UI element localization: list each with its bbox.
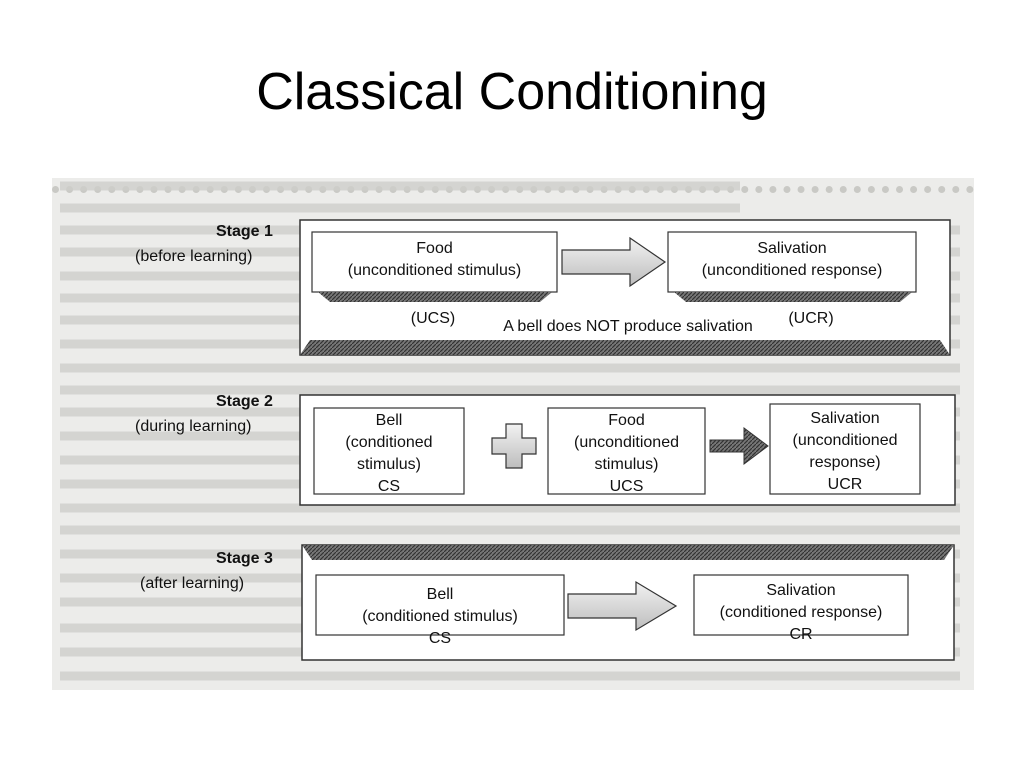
stage-3-shadow <box>302 545 954 560</box>
stage-2-bell-box <box>313 407 465 495</box>
stage-2-panel <box>299 394 956 506</box>
stage-2-ucs-abbr: UCS <box>609 478 644 495</box>
stage-1-salivation-line1: Salivation <box>757 240 827 257</box>
stage-1-note: A bell does NOT produce salivation <box>503 318 753 335</box>
stage-2-food-line3: stimulus) <box>594 456 659 473</box>
stage-1-panel <box>299 219 951 356</box>
stage-2-salivation-line1: Salivation <box>810 410 880 427</box>
stage-3-arrow <box>567 580 678 632</box>
page-title: Classical Conditioning <box>256 63 768 121</box>
stage-1-salivation-box <box>667 231 917 293</box>
stage-1-ucs-abbr: (UCS) <box>410 310 456 327</box>
stage-1-arrow <box>561 236 667 288</box>
stage-3-salivation-line1: Salivation <box>766 582 836 599</box>
stage-2-bell-line1: Bell <box>375 412 403 429</box>
stage-2-food-line2: (unconditioned <box>574 434 679 451</box>
stage-3-bell-label: Bell (conditioned stimulus) CS <box>316 584 564 650</box>
stage-3-bell-line1: Bell <box>426 586 454 603</box>
stage-2-food-label: Food (unconditioned stimulus) UCS <box>548 410 705 498</box>
plus-icon <box>491 423 537 469</box>
stage-2-phase: (during learning) <box>135 418 252 435</box>
stage-2-salivation-label: Salivation (unconditioned response) UCR <box>770 408 920 496</box>
stage-1-food-line1: Food <box>416 240 453 257</box>
stage-1-salivation-line2: (unconditioned response) <box>701 262 883 279</box>
stage-3-cs-abbr: CS <box>428 630 452 647</box>
stage-2-salivation-line2: (unconditioned <box>792 432 898 449</box>
stage-1-food-box <box>311 231 558 293</box>
stage-3-bell-line2: (conditioned stimulus) <box>362 608 518 625</box>
stage-3-panel <box>301 544 955 661</box>
stage-1-phase: (before learning) <box>135 248 253 265</box>
stage-2-cs-abbr: CS <box>377 478 401 495</box>
stage-2-arrow <box>709 427 769 465</box>
stage-1-name: Stage 1 <box>216 223 273 240</box>
stage-2-salivation-line3: response) <box>809 454 881 471</box>
stage-3-phase: (after learning) <box>140 575 245 592</box>
stage-2-name: Stage 2 <box>216 393 273 410</box>
stage-2-salivation-box <box>769 403 921 495</box>
stage-3-salivation-label: Salivation (conditioned response) CR <box>690 580 912 646</box>
stage-3-cr-abbr: CR <box>789 626 813 643</box>
stage-3-bell-box <box>315 574 565 636</box>
stage-1-ucr-abbr: (UCR) <box>788 310 834 327</box>
stage-2-food-line1: Food <box>608 412 645 429</box>
stage-2-bell-line3: stimulus) <box>356 456 421 473</box>
stage-1-shadow <box>300 340 950 355</box>
stage-3-salivation-box <box>693 574 909 636</box>
stage-3-name: Stage 3 <box>216 550 273 567</box>
stage-2-bell-line2: (conditioned <box>345 434 433 451</box>
stage-2-food-box <box>547 407 706 495</box>
stage-1-food-label: Food (unconditioned stimulus) <box>312 238 557 282</box>
stage-1-food-line2: (unconditioned stimulus) <box>347 262 522 279</box>
stage-3-salivation-line2: (conditioned response) <box>719 604 883 621</box>
stage-2-bell-label: Bell (conditioned stimulus) CS <box>314 410 464 498</box>
stage-1-salivation-label: Salivation (unconditioned response) <box>668 238 916 282</box>
stage-2-ucr-abbr: UCR <box>827 476 863 493</box>
